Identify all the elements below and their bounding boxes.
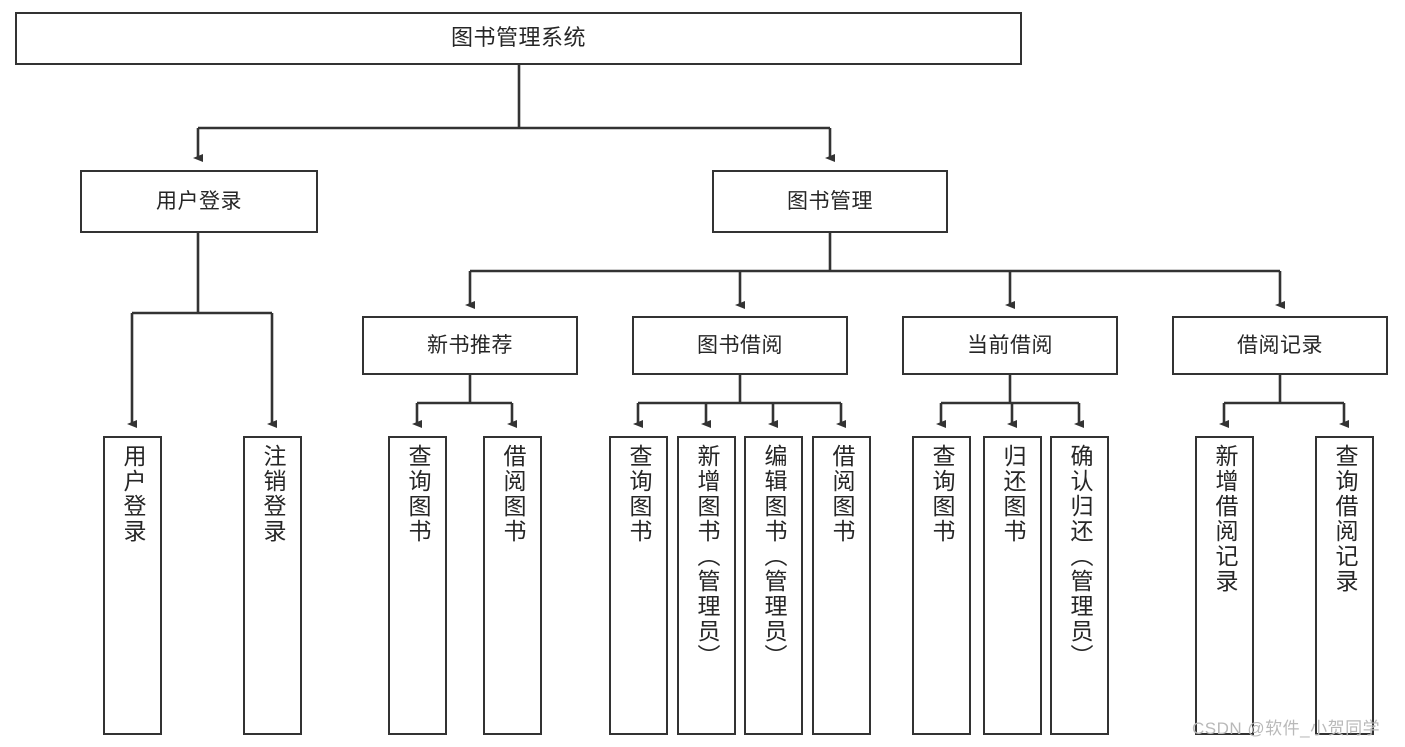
node-label: 图书借阅 — [697, 333, 783, 357]
node-label: 新书推荐 — [427, 333, 513, 357]
leaf-newbook-borrow-book[interactable]: 借阅图书 — [483, 436, 542, 735]
leaf-logout[interactable]: 注销登录 — [243, 436, 302, 735]
node-label: 图书管理系统 — [450, 25, 586, 51]
leaf-borrowrecord-add-record[interactable]: 新增借阅记录 — [1195, 436, 1254, 735]
node-label: 查询借阅记录 — [1332, 444, 1358, 594]
node-label: 确认归还（管理员） — [1067, 444, 1093, 669]
leaf-user-login[interactable]: 用户登录 — [103, 436, 162, 735]
leaf-borrowrecord-query-record[interactable]: 查询借阅记录 — [1315, 436, 1374, 735]
node-label: 编辑图书（管理员） — [761, 444, 787, 669]
node-label: 查询图书 — [405, 444, 431, 544]
leaf-currentborrow-query-book[interactable]: 查询图书 — [912, 436, 971, 735]
node-new-book-recommend[interactable]: 新书推荐 — [362, 316, 578, 375]
node-label: 新增图书（管理员） — [694, 444, 720, 669]
node-book-borrow[interactable]: 图书借阅 — [632, 316, 848, 375]
node-label: 图书管理 — [787, 189, 873, 213]
node-label: 查询图书 — [626, 444, 652, 544]
leaf-bookborrow-add-book[interactable]: 新增图书（管理员） — [677, 436, 736, 735]
node-root-system[interactable]: 图书管理系统 — [15, 12, 1022, 65]
node-label: 用户登录 — [156, 189, 242, 213]
node-book-manage[interactable]: 图书管理 — [712, 170, 948, 233]
node-borrow-record[interactable]: 借阅记录 — [1172, 316, 1388, 375]
node-label: 新增借阅记录 — [1212, 444, 1238, 594]
node-label: 归还图书 — [1000, 444, 1026, 544]
leaf-bookborrow-borrow-book[interactable]: 借阅图书 — [812, 436, 871, 735]
node-label: 借阅图书 — [500, 444, 526, 544]
node-user-login[interactable]: 用户登录 — [80, 170, 318, 233]
node-label: 用户登录 — [120, 444, 146, 544]
node-label: 借阅图书 — [829, 444, 855, 544]
csdn-watermark: CSDN @软件_小贺同学 — [1192, 719, 1381, 738]
node-label: 当前借阅 — [967, 333, 1053, 357]
node-label: 借阅记录 — [1237, 333, 1323, 357]
leaf-currentborrow-return-book[interactable]: 归还图书 — [983, 436, 1042, 735]
node-current-borrow[interactable]: 当前借阅 — [902, 316, 1118, 375]
node-label: 注销登录 — [260, 444, 286, 544]
leaf-currentborrow-confirm-return[interactable]: 确认归还（管理员） — [1050, 436, 1109, 735]
leaf-bookborrow-edit-book[interactable]: 编辑图书（管理员） — [744, 436, 803, 735]
leaf-newbook-query-book[interactable]: 查询图书 — [388, 436, 447, 735]
node-label: 查询图书 — [929, 444, 955, 544]
leaf-bookborrow-query-book[interactable]: 查询图书 — [609, 436, 668, 735]
